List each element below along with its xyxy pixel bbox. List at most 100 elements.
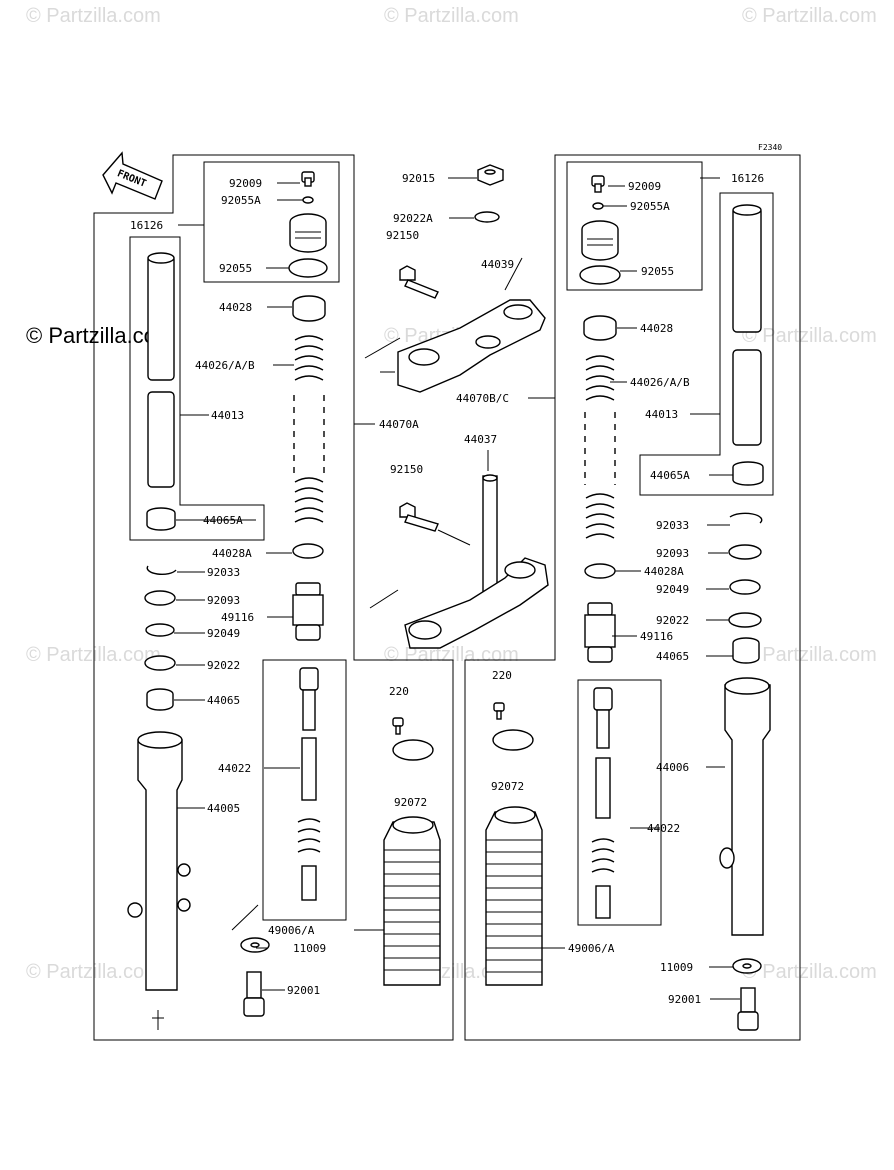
seal-92049-right: [729, 579, 761, 595]
watermark: © Partzilla.com: [742, 5, 877, 27]
screw-92009-left: [301, 171, 315, 187]
seat-44028A-left: [292, 543, 324, 559]
right-assembly: [464, 154, 801, 1041]
label-44022: 44022: [647, 822, 680, 835]
label-44065A: 44065A: [650, 469, 690, 482]
label-44065: 44065: [656, 650, 689, 663]
label-92022: 92022: [656, 614, 689, 627]
outer-tube-44006-right: [719, 677, 771, 936]
label-49006: 49006/A: [268, 924, 315, 937]
clamp-92072-b: [492, 729, 534, 751]
leader-lines: [174, 177, 740, 1000]
label-92055A: 92055A: [221, 194, 261, 207]
cap-right: [581, 220, 619, 261]
label-92055: 92055: [219, 262, 252, 275]
bolt-92001-left: [243, 971, 265, 1017]
label-11009: 11009: [293, 942, 326, 955]
cap-left: [289, 213, 327, 253]
label-44039: 44039: [481, 258, 514, 271]
label-92022A: 92022A: [393, 212, 433, 225]
label-92022: 92022: [207, 659, 240, 672]
watermark: © Partzilla.com: [384, 644, 519, 666]
label-16126: 16126: [130, 219, 163, 232]
oring-92055-left: [288, 258, 328, 278]
label-92033: 92033: [656, 519, 689, 532]
clip-92033-left: [146, 565, 177, 576]
label-92093: 92093: [656, 547, 689, 560]
watermark: © Partzilla.com: [742, 325, 877, 347]
screw-220-b: [493, 702, 505, 720]
label-44070BC: 44070B/C: [456, 392, 509, 405]
label-92033: 92033: [207, 566, 240, 579]
inner-tube-44013-left: [147, 252, 175, 488]
upper-bracket-44039: [364, 257, 546, 393]
label-44026: 44026/A/B: [195, 359, 255, 372]
screw-220-a: [392, 717, 404, 735]
damper-rod-44022-right: [591, 687, 615, 919]
seal-92093-right: [728, 544, 762, 560]
watermark: © Partzilla.com: [26, 644, 161, 666]
label-44022: 44022: [218, 762, 251, 775]
seat-44028A-right: [584, 563, 616, 579]
label-44065: 44065: [207, 694, 240, 707]
watermark: © Partzilla.com: [26, 5, 161, 27]
label-92072: 92072: [394, 796, 427, 809]
label-44028: 44028: [219, 301, 252, 314]
label-92049: 92049: [207, 627, 240, 640]
clamp-92072-a: [392, 739, 434, 761]
seat-44028-left: [292, 295, 326, 322]
label-44006: 44006: [656, 761, 689, 774]
label-44065A: 44065A: [203, 514, 243, 527]
bushing-44065A-left: [146, 507, 176, 531]
seal-92049-left: [145, 623, 175, 637]
label-44028: 44028: [640, 322, 673, 335]
outer-tube-44005-left: [127, 731, 191, 1030]
ring-92022-left: [144, 655, 176, 671]
label-92009: 92009: [229, 177, 262, 190]
label-44028A: 44028A: [212, 547, 252, 560]
label-44013: 44013: [645, 408, 678, 421]
part-labels: 16126 92009 92055A 92055 44028 44026/A/B…: [130, 172, 764, 1006]
lower-bracket: [369, 529, 549, 649]
label-92049: 92049: [656, 583, 689, 596]
label-92001: 92001: [668, 993, 701, 1006]
watermark: © Partzilla.com: [384, 5, 519, 27]
left-assembly: [93, 154, 454, 1041]
label-49116: 49116: [640, 630, 673, 643]
oring-92055A-right: [592, 202, 604, 210]
spring-44026-left: [293, 335, 325, 523]
label-92015: 92015: [402, 172, 435, 185]
label-92150: 92150: [390, 463, 423, 476]
oring-92055-right: [579, 265, 621, 285]
label-44028A: 44028A: [644, 565, 684, 578]
spring-44026-right: [584, 355, 616, 539]
label-16126: 16126: [731, 172, 764, 185]
bolt-92150-upper: [399, 265, 439, 299]
nut-92015: [477, 164, 504, 186]
damper-49116-right: [584, 602, 616, 663]
label-92055A: 92055A: [630, 200, 670, 213]
label-44005: 44005: [207, 802, 240, 815]
label-220: 220: [492, 669, 512, 682]
watermark: © Partzilla.com: [742, 961, 877, 983]
boot-49006-a: [383, 816, 441, 986]
watermark: © Partzilla.com: [26, 961, 161, 983]
label-92150: 92150: [386, 229, 419, 242]
damper-rod-44022-left: [297, 667, 321, 901]
seal-92093-left: [144, 590, 176, 606]
label-220: 220: [389, 685, 409, 698]
label-49116: 49116: [221, 611, 254, 624]
label-92055: 92055: [641, 265, 674, 278]
label-44013: 44013: [211, 409, 244, 422]
label-44037: 44037: [464, 433, 497, 446]
label-11009: 11009: [660, 961, 693, 974]
oring-92055A-left: [302, 196, 314, 204]
label-92009: 92009: [628, 180, 661, 193]
boot-49006-b: [485, 806, 543, 986]
label-92001: 92001: [287, 984, 320, 997]
label-92072: 92072: [491, 780, 524, 793]
washer-11009-right: [732, 958, 762, 974]
seat-44028-right: [583, 315, 617, 341]
washer-92022A: [474, 211, 500, 223]
